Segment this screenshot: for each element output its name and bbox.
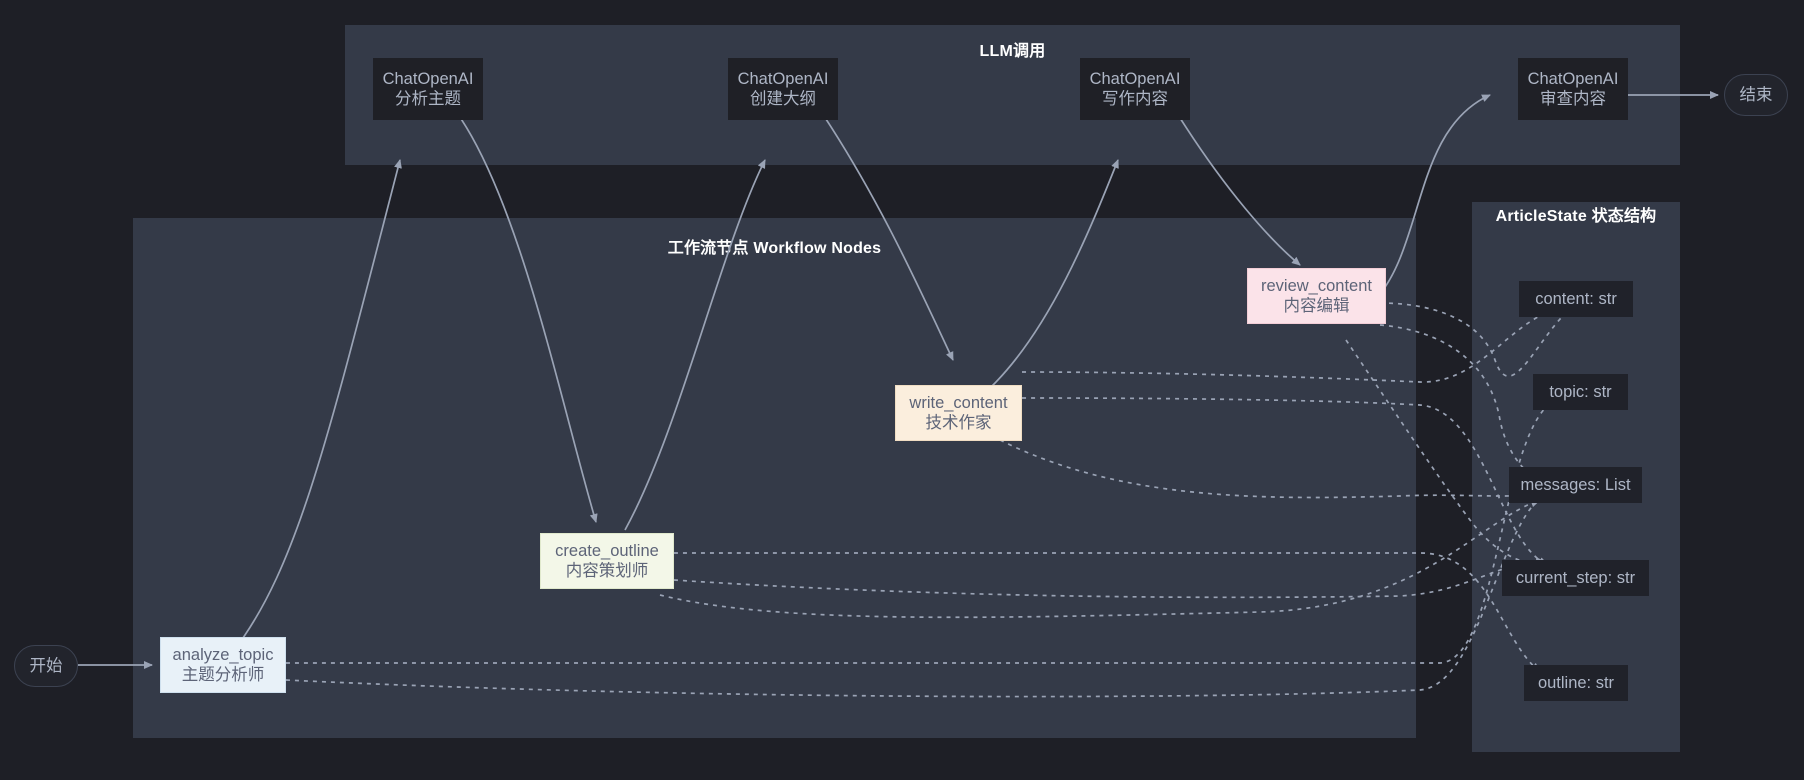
node-llm-outline[interactable]: ChatOpenAI 创建大纲	[728, 58, 838, 120]
node-review-content-line1: review_content	[1261, 276, 1372, 295]
node-state-current-step[interactable]: current_step: str	[1502, 560, 1649, 596]
node-state-outline-label: outline: str	[1537, 673, 1615, 692]
node-write-content[interactable]: write_content 技术作家	[895, 385, 1022, 441]
node-state-content-label: content: str	[1535, 289, 1617, 308]
node-start[interactable]: 开始	[14, 645, 78, 687]
node-review-content-line2: 内容编辑	[1283, 297, 1350, 315]
subgraph-article-state-title: ArticleState 状态结构	[1495, 208, 1657, 225]
node-write-content-line1: write_content	[909, 393, 1008, 412]
node-create-outline[interactable]: create_outline 内容策划师	[540, 533, 674, 589]
node-end-label: 结束	[1739, 85, 1773, 104]
node-llm-outline-line2: 创建大纲	[750, 90, 816, 108]
node-analyze-topic-line2: 主题分析师	[181, 666, 265, 684]
node-review-content[interactable]: review_content 内容编辑	[1247, 268, 1386, 324]
node-llm-review-line2: 审查内容	[1540, 90, 1606, 108]
node-llm-review[interactable]: ChatOpenAI 审查内容	[1518, 58, 1628, 120]
node-llm-review-line1: ChatOpenAI	[1527, 69, 1619, 88]
node-write-content-line2: 技术作家	[925, 414, 992, 432]
node-start-label: 开始	[29, 656, 63, 675]
node-state-messages[interactable]: messages: List	[1509, 467, 1642, 503]
node-llm-outline-line1: ChatOpenAI	[737, 69, 829, 88]
node-llm-write[interactable]: ChatOpenAI 写作内容	[1080, 58, 1190, 120]
node-end[interactable]: 结束	[1724, 74, 1788, 116]
node-create-outline-line2: 内容策划师	[565, 562, 649, 580]
subgraph-llm-title: LLM调用	[979, 43, 1046, 60]
node-create-outline-line1: create_outline	[555, 541, 659, 560]
node-state-topic-label: topic: str	[1549, 382, 1612, 401]
node-state-topic[interactable]: topic: str	[1533, 374, 1628, 410]
node-analyze-topic[interactable]: analyze_topic 主题分析师	[160, 637, 286, 693]
node-llm-write-line1: ChatOpenAI	[1089, 69, 1181, 88]
node-state-outline[interactable]: outline: str	[1524, 665, 1628, 701]
node-llm-analyze-line1: ChatOpenAI	[382, 69, 474, 88]
node-llm-analyze[interactable]: ChatOpenAI 分析主题	[373, 58, 483, 120]
node-state-current-step-label: current_step: str	[1515, 568, 1636, 587]
subgraph-llm: LLM调用	[345, 25, 1680, 165]
node-llm-analyze-line2: 分析主题	[395, 90, 461, 108]
subgraph-workflow-title: 工作流节点 Workflow Nodes	[667, 240, 882, 257]
node-analyze-topic-line1: analyze_topic	[172, 645, 274, 664]
node-llm-write-line2: 写作内容	[1102, 90, 1168, 108]
subgraph-workflow: 工作流节点 Workflow Nodes	[133, 218, 1416, 738]
node-state-messages-label: messages: List	[1520, 475, 1631, 494]
node-state-content[interactable]: content: str	[1519, 281, 1633, 317]
